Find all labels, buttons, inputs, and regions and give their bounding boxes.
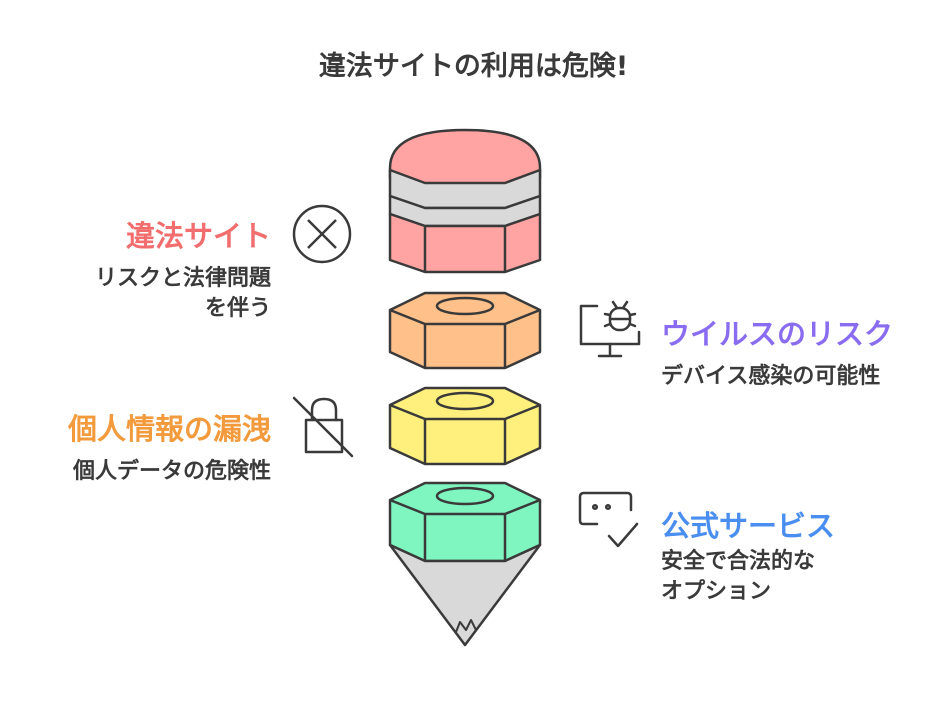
official-service-description: 安全で合法的な オプション [661, 549, 816, 604]
yellow-nut-segment [388, 386, 542, 466]
green-nut-segment [388, 481, 542, 563]
chat-check-icon [578, 491, 639, 548]
official-service-heading: 公式サービス [661, 509, 836, 543]
x-circle-icon [292, 204, 352, 264]
orange-nut-segment [388, 291, 542, 370]
computer-bug-icon [579, 300, 641, 358]
data-leak-heading: 個人情報の漏洩 [67, 412, 271, 446]
pencil-tip-segment [388, 543, 542, 647]
cap-segment [388, 128, 542, 274]
unlocked-lock-icon [292, 396, 354, 458]
virus-risk-description: デバイス感染の可能性 [661, 364, 881, 389]
virus-risk-heading: ウイルスのリスク [661, 317, 894, 351]
diagram-title: 違法サイトの利用は危険! [318, 51, 629, 82]
data-leak-description: 個人データの危険性 [72, 459, 271, 484]
illegal-site-heading: 違法サイト [125, 219, 271, 253]
illegal-site-description: リスクと法律問題 を伴う [94, 266, 271, 321]
